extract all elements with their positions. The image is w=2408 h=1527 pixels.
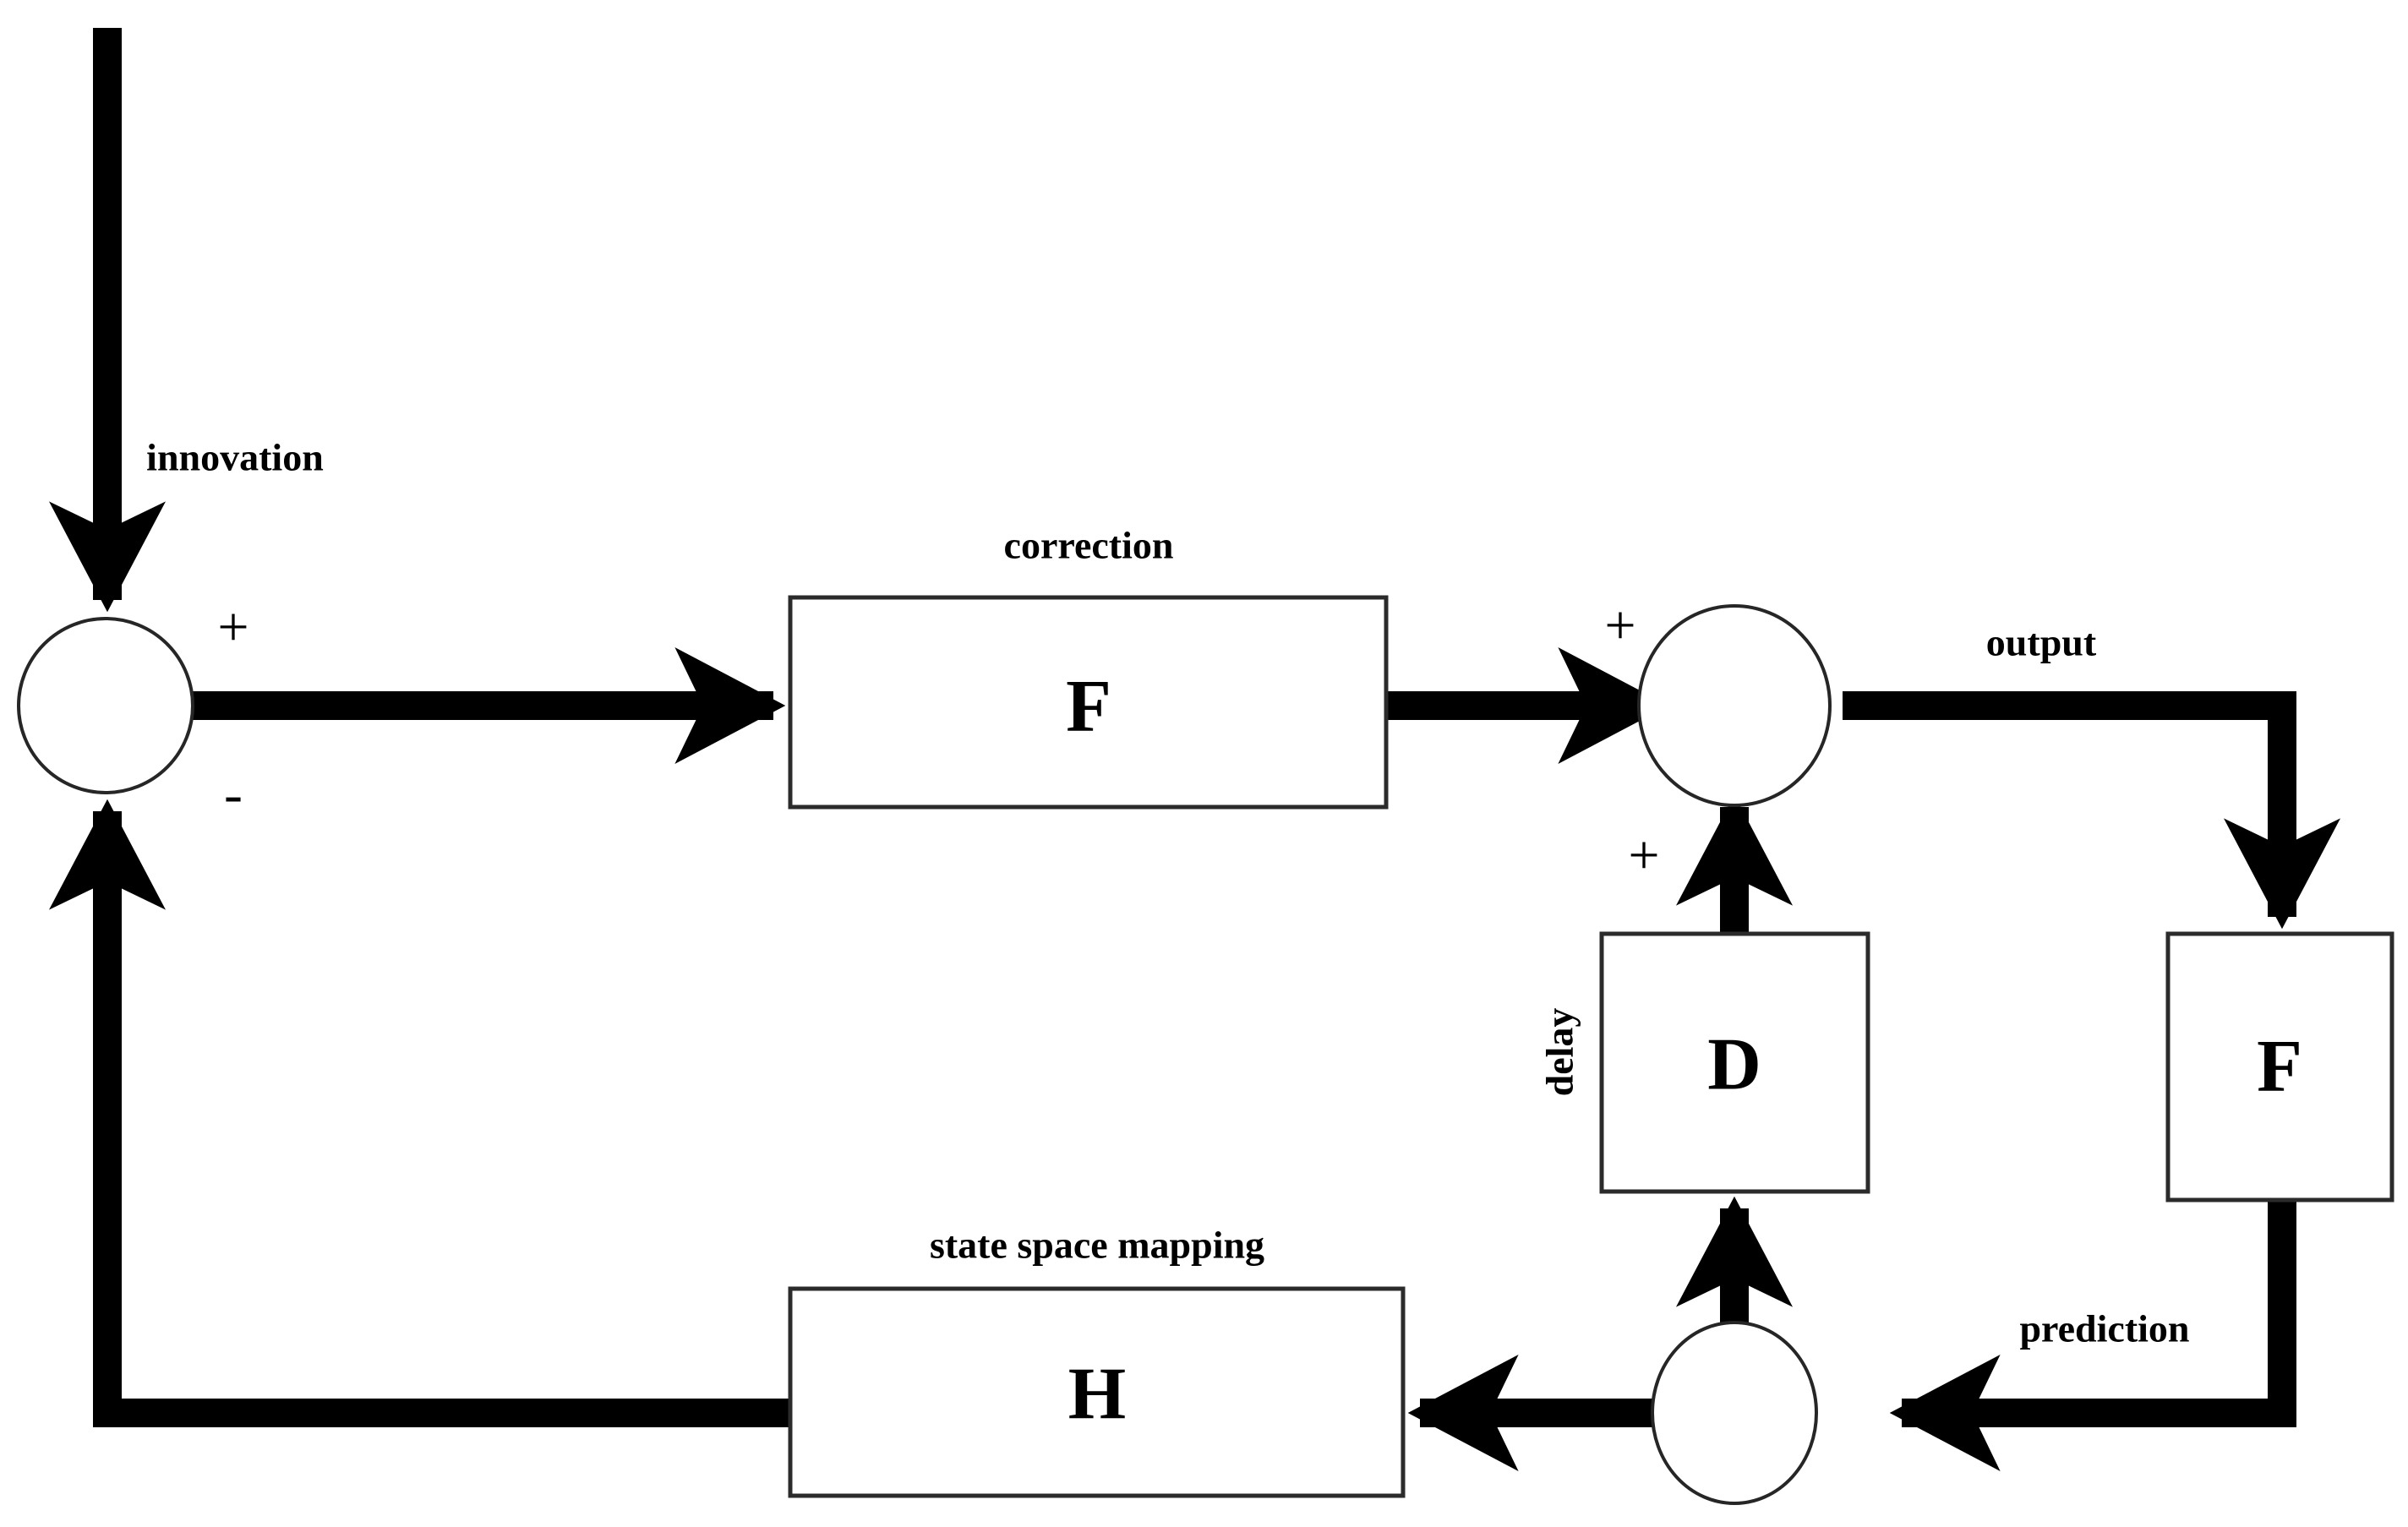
label-delay: delay <box>1538 1008 1581 1097</box>
edge-prediction <box>1889 1200 2296 1472</box>
block-state-space-mapping[interactable] <box>788 1286 1406 1498</box>
label-prediction: prediction <box>2019 1307 2189 1350</box>
block-predict[interactable] <box>2165 931 2394 1203</box>
junction-output-sum[interactable] <box>1637 604 1832 807</box>
sign-input-minus: - <box>224 764 243 826</box>
label-innovation: innovation <box>146 436 324 479</box>
block-correction[interactable] <box>788 595 1389 810</box>
block-letter-delay: D <box>1707 1024 1761 1106</box>
edge-feedback-to-junction <box>48 799 790 1427</box>
edge-output-to-predict <box>1843 691 2341 930</box>
label-correction: correction <box>1004 524 1174 567</box>
block-letter-predict: F <box>2257 1026 2302 1108</box>
junction-split-node[interactable] <box>1651 1321 1818 1505</box>
sign-output-plus: + <box>1604 595 1635 657</box>
junction-input-sum[interactable] <box>17 617 194 794</box>
label-state-space-mapping: state space mapping <box>930 1224 1264 1267</box>
block-delay[interactable] <box>1599 931 1870 1194</box>
block-letter-correction: F <box>1066 666 1111 748</box>
sign-delay-plus: + <box>1628 825 1659 886</box>
sign-input-plus: + <box>217 597 248 658</box>
block-letter-mapping: H <box>1068 1354 1126 1436</box>
label-output: output <box>1986 621 2097 664</box>
